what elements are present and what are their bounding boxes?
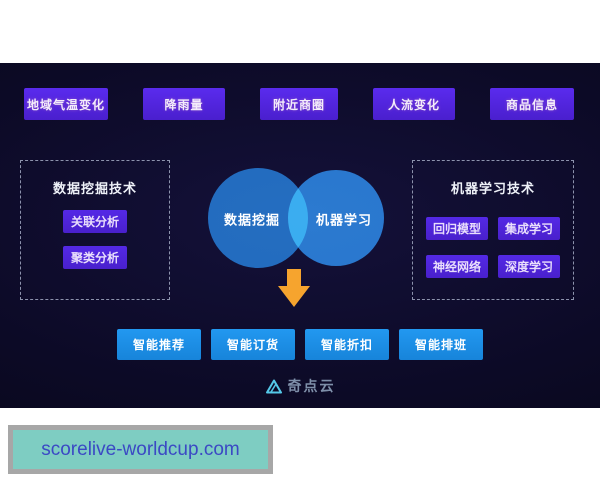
- technique-association-analysis: 关联分析: [63, 210, 127, 233]
- technique-ensemble-learning: 集成学习: [498, 217, 560, 240]
- technique-deep-learning: 深度学习: [498, 255, 560, 278]
- brand-logo: 奇点云: [0, 376, 600, 396]
- factor-nearby-business: 附近商圈: [260, 88, 338, 120]
- venn-label-machine-learning: 机器学习: [315, 213, 373, 229]
- machine-learning-panel-title: 机器学习技术: [450, 182, 535, 197]
- data-mining-panel-title: 数据挖掘技术: [52, 182, 137, 197]
- factor-foot-traffic: 人流变化: [373, 88, 455, 120]
- down-arrow-icon: [278, 269, 310, 307]
- result-smart-recommendation: 智能推荐: [117, 329, 201, 360]
- result-smart-discount: 智能折扣: [305, 329, 389, 360]
- factor-rainfall: 降雨量: [143, 88, 225, 120]
- triangle-logo-icon: [265, 379, 282, 393]
- brand-logo-text: 奇点云: [287, 379, 336, 395]
- watermark-banner: scorelive-worldcup.com: [8, 425, 273, 474]
- technique-neural-network: 神经网络: [426, 255, 488, 278]
- venn-circle-machine-learning: [288, 170, 384, 266]
- factor-product-info: 商品信息: [490, 88, 574, 120]
- input-factor-row: 地域气温变化 降雨量 附近商圈 人流变化 商品信息: [24, 88, 574, 120]
- factor-region-temperature: 地域气温变化: [24, 88, 108, 120]
- technique-regression-model: 回归模型: [426, 217, 488, 240]
- machine-learning-panel: 机器学习技术 回归模型 集成学习 神经网络 深度学习: [412, 160, 574, 300]
- result-smart-scheduling: 智能排班: [399, 329, 483, 360]
- data-mining-panel: 数据挖掘技术 关联分析 聚类分析: [20, 160, 170, 300]
- venn-label-data-mining: 数据挖掘: [223, 213, 281, 229]
- technique-cluster-analysis: 聚类分析: [63, 246, 127, 269]
- smart-result-row: 智能推荐 智能订货 智能折扣 智能排班: [0, 329, 600, 360]
- diagram-canvas: 地域气温变化 降雨量 附近商圈 人流变化 商品信息 数据挖掘技术 关联分析 聚类…: [0, 63, 600, 408]
- watermark-text: scorelive-worldcup.com: [41, 438, 240, 460]
- result-smart-ordering: 智能订货: [211, 329, 295, 360]
- machine-learning-grid: 回归模型 集成学习 神经网络 深度学习: [426, 217, 560, 278]
